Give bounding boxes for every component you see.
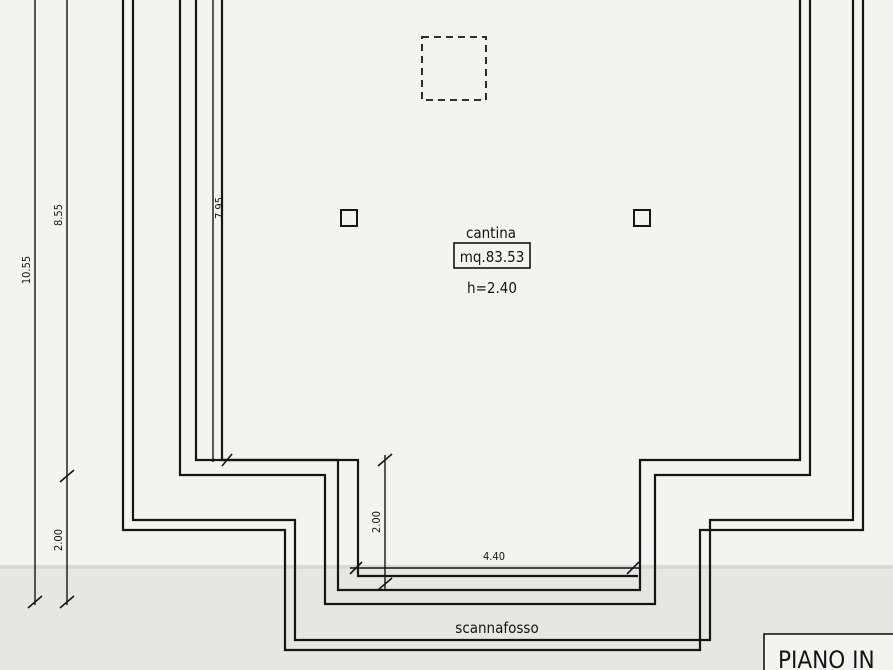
recess-dimension-lines — [349, 453, 640, 591]
room-name: cantina — [466, 224, 516, 242]
area-box — [453, 242, 531, 269]
dim-lower-height: 2.00 — [52, 529, 65, 551]
dim-total-height: 10.55 — [20, 256, 33, 284]
inner-height-tick — [221, 453, 233, 467]
pillar-left — [340, 209, 358, 227]
left-dimension-lines — [27, 0, 75, 609]
dim-recess-width: 4.40 — [483, 550, 505, 563]
dim-recess-height: 2.00 — [370, 511, 383, 533]
room-interior-line — [220, 0, 638, 578]
inner-wall — [178, 0, 812, 606]
dashed-opening — [421, 36, 487, 101]
paper-crease — [0, 565, 893, 569]
outer-wall — [121, 0, 865, 652]
scannafosso-label: scannafosso — [455, 619, 538, 637]
room-area: mq.83.53 — [460, 248, 525, 266]
paper-fold-shadow — [0, 568, 893, 670]
title-block-text: PIANO IN — [778, 646, 875, 670]
dim-inner-height: 7.95 — [213, 197, 226, 219]
pillar-right — [633, 209, 651, 227]
dim-upper-height: 8.55 — [52, 204, 65, 226]
title-block — [763, 633, 893, 670]
room-height: h=2.40 — [467, 279, 517, 297]
